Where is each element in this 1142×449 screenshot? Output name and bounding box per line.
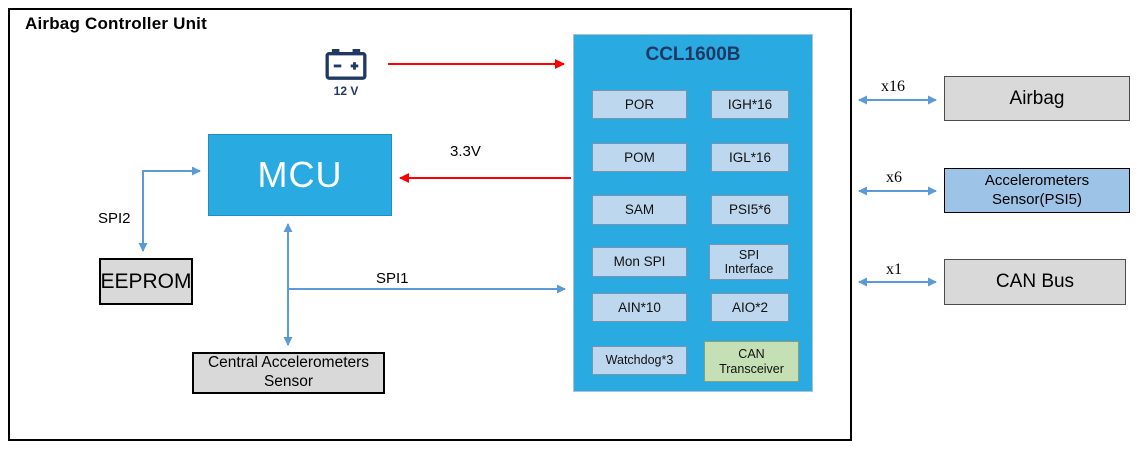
ccl-block-mon-spi: Mon SPI xyxy=(592,247,687,277)
ccl-block-igh16: IGH*16 xyxy=(711,90,789,119)
ccl-block-sam: SAM xyxy=(592,195,687,225)
ccl-block-spi-interface: SPI Interface xyxy=(709,244,789,280)
battery-icon xyxy=(325,49,367,81)
voltage-3v3-label: 3.3V xyxy=(450,143,481,160)
diagram-title: Airbag Controller Unit xyxy=(25,14,207,33)
ccl-block-psi5: PSI5*6 xyxy=(711,195,789,225)
ccl-block-igl16: IGL*16 xyxy=(711,143,789,172)
eeprom-block: EEPROM xyxy=(99,258,193,305)
ccl-block-por: POR xyxy=(592,90,687,119)
can-bus-block: CAN Bus xyxy=(944,259,1126,305)
ccl-block-aio2: AIO*2 xyxy=(711,293,789,322)
central-accelerometers-sensor-block: Central Accelerometers Sensor xyxy=(192,352,385,394)
spi1-label: SPI1 xyxy=(376,270,409,287)
spi2-label: SPI2 xyxy=(98,210,131,227)
ccl-block-ain10: AIN*10 xyxy=(592,293,687,322)
x16-count-label: x16 xyxy=(881,78,905,95)
x6-count-label: x6 xyxy=(886,169,902,186)
battery-voltage-label: 12 V xyxy=(333,84,359,98)
mcu-block: MCU xyxy=(208,134,392,216)
ccl-block-pom: POM xyxy=(592,143,687,172)
ccl1600b-title: CCL1600B xyxy=(645,44,741,65)
ccl-block-can-transceiver: CAN Transceiver xyxy=(704,341,799,382)
ccl-block-watchdog: Watchdog*3 xyxy=(592,346,687,375)
airbag-block: Airbag xyxy=(944,76,1130,121)
x1-count-label: x1 xyxy=(886,261,902,278)
accelerometers-sensor-block: Accelerometers Sensor(PSI5) xyxy=(944,168,1130,213)
